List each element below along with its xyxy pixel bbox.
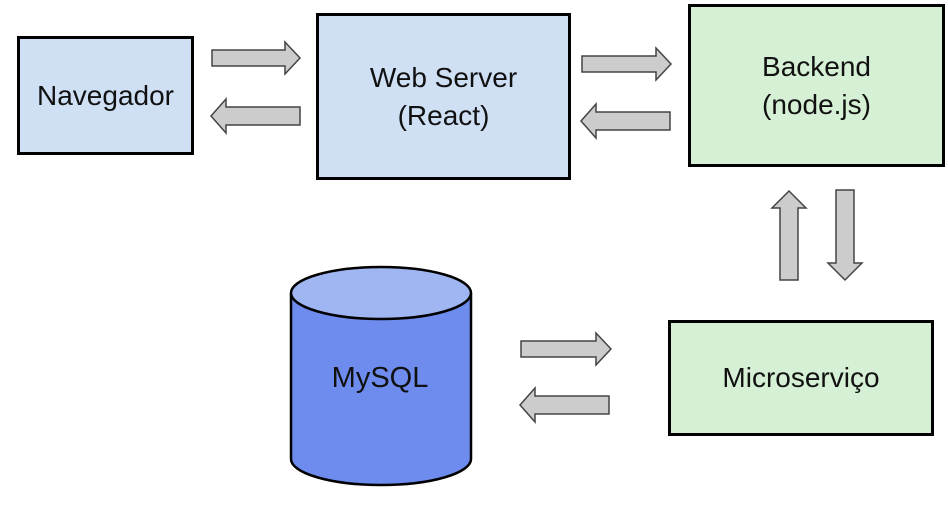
arrow-webserver-to-backend xyxy=(581,46,673,82)
arrow-microservice-to-backend xyxy=(770,189,808,281)
arrow-backend-to-webserver xyxy=(579,102,671,140)
browser-label: Navegador xyxy=(37,79,174,111)
backend-node: Backend (node.js) xyxy=(688,4,945,167)
backend-label: Backend xyxy=(762,50,871,82)
arrow-webserver-to-browser xyxy=(209,97,301,135)
arrow-backend-to-microservice xyxy=(826,189,864,282)
database-cylinder xyxy=(289,265,473,487)
arrow-microservice-to-database xyxy=(518,386,610,424)
database-label: MySQL xyxy=(331,362,429,394)
backend-sublabel: (node.js) xyxy=(762,88,871,120)
webserver-label: Web Server xyxy=(369,61,518,93)
database-body xyxy=(289,293,473,487)
microservice-label: Microserviço xyxy=(722,362,880,394)
microservice-node: Microserviço xyxy=(668,320,934,436)
webserver-node: Web Server (React) xyxy=(316,13,571,180)
browser-node: Navegador xyxy=(17,36,194,155)
webserver-sublabel: (React) xyxy=(397,99,490,131)
arrow-browser-to-webserver xyxy=(211,40,302,76)
arrow-database-to-microservice xyxy=(520,331,613,367)
database-top xyxy=(289,265,473,321)
